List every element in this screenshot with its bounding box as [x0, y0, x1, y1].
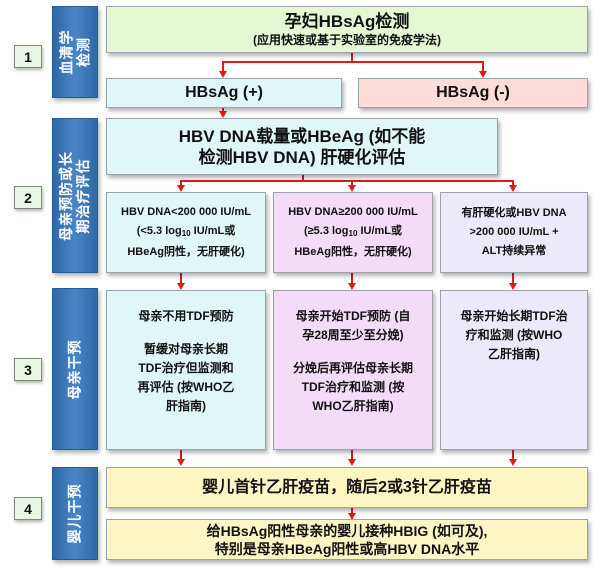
- infant-hbig-box: 给HBsAg阳性母亲的婴儿接种HBIG (如可及), 特别是母亲HBeAg阳性或…: [106, 519, 588, 560]
- section-number-2: 2: [14, 186, 42, 209]
- arrow-head: [348, 459, 356, 466]
- intervention-low-para-2: TDF治疗但监测和: [138, 361, 234, 375]
- arrow-head: [509, 185, 517, 192]
- intervention-low-para-2: 肝指南): [166, 399, 206, 413]
- connector-line: [222, 61, 224, 72]
- intervention-high-box: 母亲开始TDF预防 (自 孕28周至少至分娩) 分娩后再评估母亲长期 TDF治疗…: [273, 290, 433, 450]
- connector-line: [512, 180, 514, 186]
- connector-line: [222, 61, 484, 63]
- intervention-high-para-2: WHO乙肝指南): [312, 399, 394, 413]
- intervention-low-para-2: 再评估 (按WHO乙: [137, 380, 235, 394]
- criteria-low-box: HBV DNA<200 000 IU/mL (<5.3 log10 IU/mL或…: [106, 192, 266, 273]
- hbsag-positive-label: HBsAg (+): [185, 84, 263, 101]
- arrow-head: [509, 459, 517, 466]
- hbsag-positive-box: HBsAg (+): [106, 78, 342, 108]
- section-label-assessment: 母亲预防或长 期治疗评估: [52, 118, 98, 273]
- connector-line: [351, 508, 353, 514]
- connector-line: [512, 450, 514, 460]
- intervention-high-para-1: 孕28周至少至分娩): [302, 328, 404, 342]
- arrow-head: [219, 111, 227, 118]
- assessment-line-2: 检测HBV DNA) 肝硬化评估: [198, 147, 406, 167]
- criteria-high-line-3: HBeAg阳性，无肝硬化): [294, 246, 412, 258]
- section-number-4: 4: [14, 497, 42, 520]
- criteria-high-box: HBV DNA≥200 000 IU/mL (≥5.3 log10 IU/mL或…: [273, 192, 433, 273]
- intervention-low-box: 母亲不用TDF预防 暂缓对母亲长期 TDF治疗但监测和 再评估 (按WHO乙 肝…: [106, 290, 266, 450]
- section-label-maternal: 母亲干预: [52, 288, 98, 450]
- criteria-low-line-1: HBV DNA<200 000 IU/mL: [121, 206, 251, 218]
- connector-line: [180, 450, 182, 460]
- intervention-severe-para-1: 疗和监测 (按WHO: [465, 328, 563, 342]
- arrow-head: [177, 283, 185, 290]
- arrow-head: [219, 71, 227, 78]
- intervention-severe-box: 母亲开始长期TDF治 疗和监测 (按WHO 乙肝指南): [440, 290, 588, 450]
- intervention-high-para-1: 母亲开始TDF预防 (自: [295, 309, 411, 323]
- connector-line: [180, 180, 514, 182]
- intervention-high-para-2: 分娩后再评估母亲长期: [292, 361, 413, 375]
- connector-line: [512, 273, 514, 284]
- arrow-head: [348, 283, 356, 290]
- criteria-severe-box: 有肝硬化或HBV DNA >200 000 IU/mL + ALT持续异常: [440, 192, 588, 273]
- criteria-low-line-2: (<5.3 log10 IU/mL或: [136, 225, 236, 238]
- connector-line: [302, 175, 304, 181]
- criteria-severe-line-1: 有肝硬化或HBV DNA: [461, 207, 567, 219]
- intervention-severe-para-1: 母亲开始长期TDF治: [460, 309, 568, 323]
- arrow-head: [348, 513, 356, 520]
- hbsag-negative-label: HBsAg (-): [436, 84, 510, 101]
- connector-line: [482, 61, 484, 72]
- infant-hbig-line-1: 给HBsAg阳性母亲的婴儿接种HBIG (如可及),: [206, 522, 488, 539]
- connector-line: [180, 180, 182, 186]
- connector-line: [351, 273, 353, 284]
- infant-hbig-line-2: 特别是母亲HBeAg阳性或高HBV DNA水平: [214, 540, 480, 557]
- hbsag-negative-box: HBsAg (-): [358, 78, 588, 108]
- arrow-head: [348, 185, 356, 192]
- connector-line: [351, 53, 353, 62]
- criteria-high-line-2: (≥5.3 log10 IU/mL或: [303, 225, 403, 238]
- criteria-low-line-3: HBeAg阴性，无肝硬化): [127, 246, 245, 258]
- arrow-head: [509, 283, 517, 290]
- section-number-1: 1: [14, 45, 42, 68]
- assessment-box: HBV DNA载量或HBeAg (如不能 检测HBV DNA) 肝硬化评估: [106, 118, 498, 175]
- connector-line: [222, 108, 224, 112]
- section-label-serology: 血清学 检测: [52, 6, 98, 98]
- intervention-low-para-1: 母亲不用TDF预防: [138, 309, 234, 323]
- section-number-3: 3: [14, 358, 42, 381]
- intervention-high-para-2: TDF治疗和监测 (按: [301, 380, 405, 394]
- infant-vaccine-text: 婴儿首针乙肝疫苗，随后2或3针乙肝疫苗: [202, 478, 492, 496]
- connector-line: [351, 180, 353, 186]
- connector-line: [351, 450, 353, 460]
- section-label-infant: 婴儿干预: [52, 467, 98, 560]
- criteria-severe-line-2: >200 000 IU/mL +: [469, 226, 559, 238]
- arrow-head: [177, 459, 185, 466]
- arrow-head: [479, 71, 487, 78]
- screening-method: (应用快速或基于实验室的免疫学法): [253, 33, 441, 47]
- intervention-severe-para-1: 乙肝指南): [488, 347, 540, 361]
- screening-box: 孕妇HBsAg检测 (应用快速或基于实验室的免疫学法): [106, 6, 588, 53]
- connector-line: [180, 273, 182, 284]
- infant-vaccine-box: 婴儿首针乙肝疫苗，随后2或3针乙肝疫苗: [106, 467, 588, 508]
- intervention-low-para-2: 暂缓对母亲长期: [143, 342, 228, 356]
- assessment-line-1: HBV DNA载量或HBeAg (如不能: [178, 126, 426, 146]
- criteria-severe-line-3: ALT持续异常: [481, 245, 547, 257]
- arrow-head: [177, 185, 185, 192]
- criteria-high-line-1: HBV DNA≥200 000 IU/mL: [288, 206, 418, 218]
- screening-title: 孕妇HBsAg检测: [284, 12, 410, 31]
